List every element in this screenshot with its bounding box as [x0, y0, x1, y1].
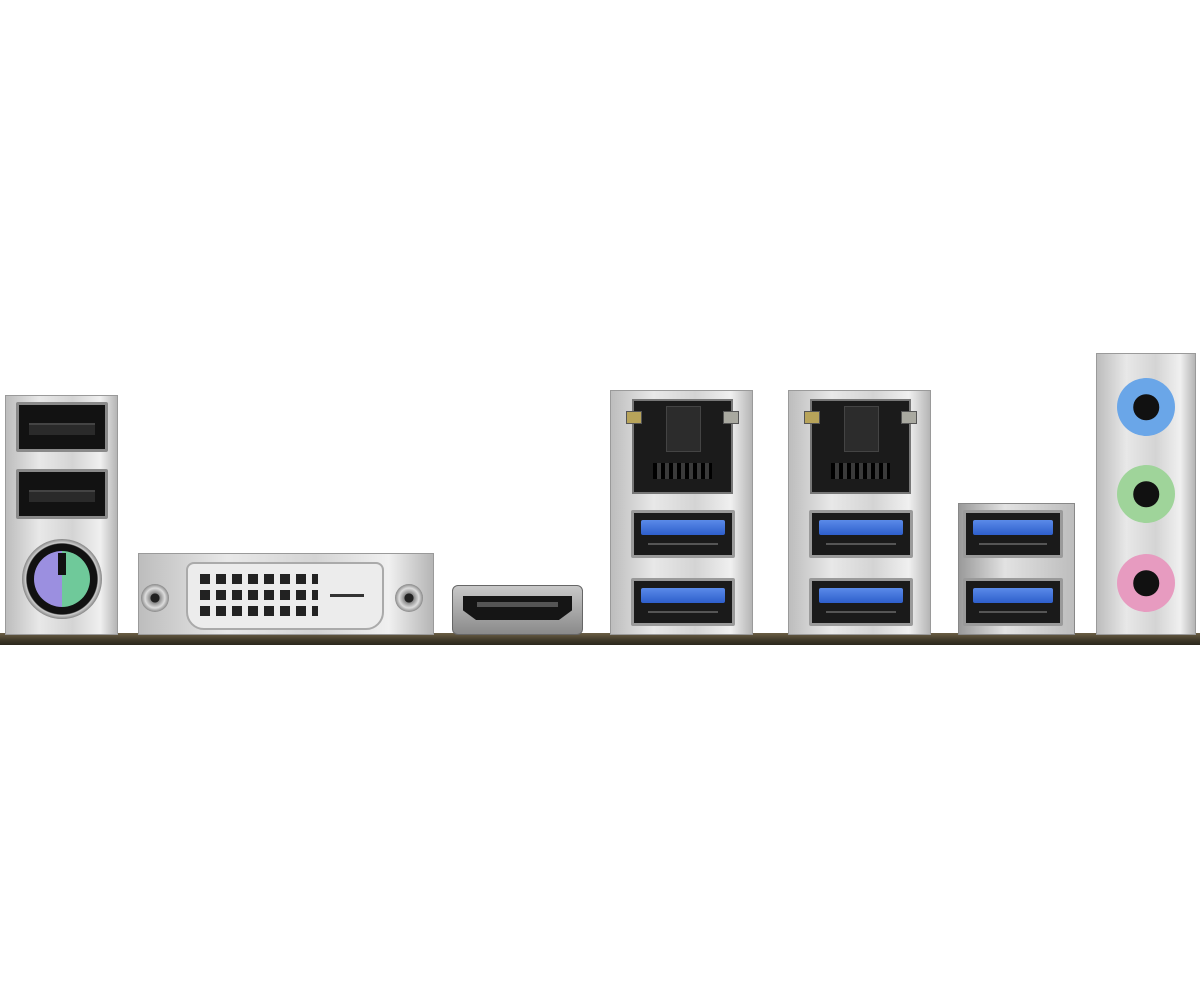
usb-a-icon: [818, 587, 904, 603]
rj45-lan-port[interactable]: [626, 399, 739, 494]
audio-jack-icon: [1133, 570, 1159, 596]
usb-a-icon: [29, 423, 95, 436]
screw-icon: [141, 584, 169, 612]
motherboard-pcb-edge: [0, 633, 1200, 645]
rj45-contacts: [831, 462, 890, 480]
usb-a-icon: [972, 519, 1054, 535]
usb3-port[interactable]: [963, 578, 1063, 626]
audio-jack-mic-in[interactable]: [1117, 554, 1175, 612]
audio-jack-icon: [1133, 394, 1159, 420]
hdmi-icon: [463, 596, 572, 620]
usb3-port[interactable]: [809, 510, 913, 558]
ethernet-icon: [844, 406, 879, 453]
dvi-d-port[interactable]: [186, 562, 384, 630]
usb-a-icon: [818, 519, 904, 535]
usb3-port[interactable]: [631, 510, 735, 558]
usb2-port[interactable]: [16, 402, 108, 452]
lan-usb3-stack-2: [788, 390, 931, 635]
audio-jack-line-in[interactable]: [1117, 378, 1175, 436]
usb-a-icon: [640, 519, 726, 535]
hdmi-port[interactable]: [452, 585, 583, 635]
audio-jack-line-out[interactable]: [1117, 465, 1175, 523]
lan-activity-led: [804, 411, 820, 424]
ethernet-icon: [666, 406, 701, 453]
audio-bracket: [1096, 353, 1196, 635]
dvi-blade-icon: [330, 594, 364, 597]
ps2-mouse-half: [62, 551, 90, 607]
ps2-combo-port[interactable]: [22, 539, 102, 619]
usb-a-icon: [29, 490, 95, 503]
usb2-port[interactable]: [16, 469, 108, 519]
dvi-pin-grid-icon: [200, 574, 318, 618]
usb3-dual-stack: [958, 503, 1075, 635]
rj45-lan-port[interactable]: [804, 399, 917, 494]
lan-usb3-stack-1: [610, 390, 753, 635]
rj45-contacts: [653, 462, 712, 480]
usb-a-icon: [640, 587, 726, 603]
usb2-ps2-bracket: [5, 395, 118, 635]
audio-jack-icon: [1133, 481, 1159, 507]
lan-speed-led: [901, 411, 917, 424]
dvi-bracket: [138, 553, 434, 635]
usb3-port[interactable]: [963, 510, 1063, 558]
usb-a-icon: [972, 587, 1054, 603]
screw-icon: [395, 584, 423, 612]
ps2-key-icon: [58, 553, 66, 575]
lan-activity-led: [626, 411, 642, 424]
hdmi-contacts: [477, 602, 558, 607]
usb3-port[interactable]: [809, 578, 913, 626]
lan-speed-led: [723, 411, 739, 424]
usb3-port[interactable]: [631, 578, 735, 626]
